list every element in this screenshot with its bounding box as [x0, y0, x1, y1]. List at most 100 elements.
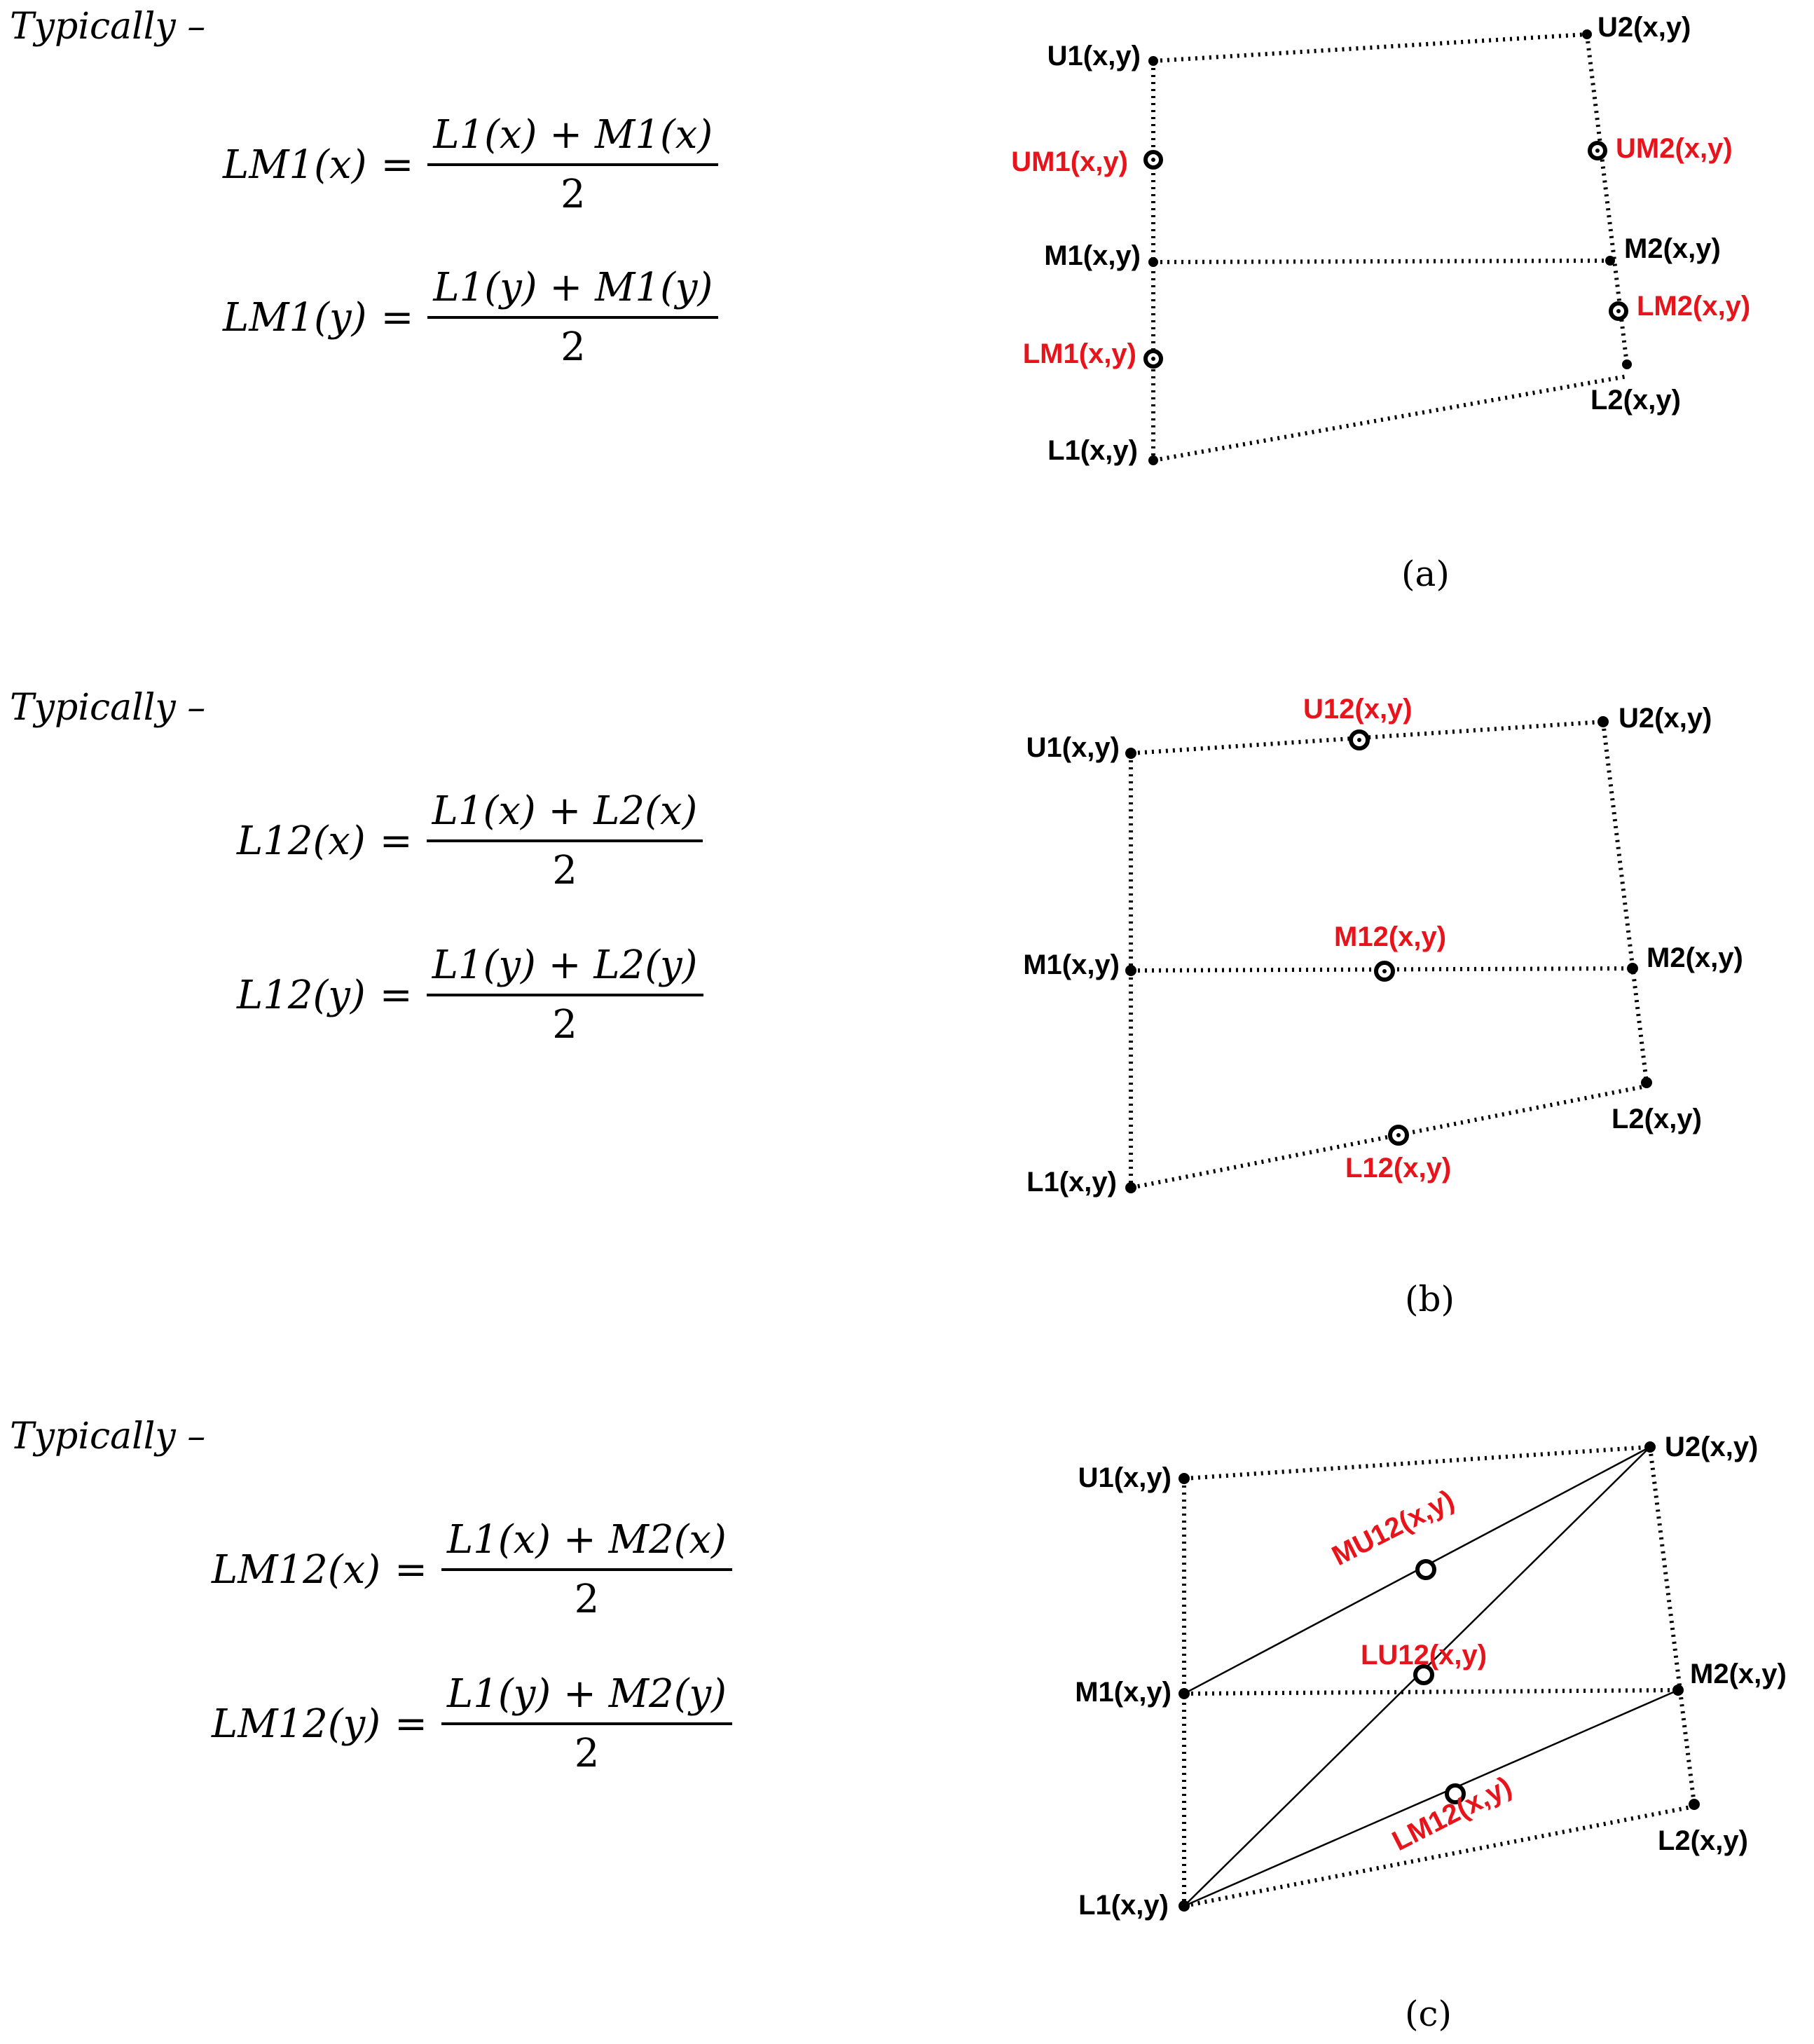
label-l1: L1(x,y) — [1026, 1167, 1117, 1198]
label-l2: L2(x,y) — [1612, 1104, 1702, 1134]
point-u2 — [1582, 29, 1592, 39]
equals-sign: = — [394, 1546, 427, 1593]
panel-b: Typically – L12(x) = L1(x) + L2(x) 2 L12… — [0, 687, 1814, 1331]
midpoint-um2-center — [1595, 149, 1600, 153]
point-u2 — [1597, 716, 1609, 727]
equals-sign: = — [379, 972, 413, 1018]
typically-label: Typically – — [10, 687, 206, 729]
numerator: L1(y) + M2(y) — [441, 1671, 733, 1725]
point-m1 — [1125, 965, 1136, 976]
line-l1-m2 — [1183, 1689, 1679, 1907]
fraction: L1(y) + M1(y) 2 — [427, 265, 719, 370]
edge-u2-l2 — [1648, 1446, 1696, 1805]
numerator: L1(y) + M1(y) — [427, 265, 719, 319]
midpoint-lu12 — [1413, 1664, 1434, 1685]
label-lu12: LU12(x,y) — [1361, 1640, 1487, 1671]
caption-b: (b) — [1405, 1279, 1455, 1319]
equation-l12-x: L12(x) = L1(x) + L2(x) 2 — [237, 788, 703, 893]
equation-lm12-y: LM12(y) = L1(y) + M2(y) 2 — [212, 1671, 733, 1776]
equals-sign: = — [379, 818, 413, 864]
numerator: L1(x) + M2(x) — [441, 1517, 732, 1571]
typically-label: Typically – — [10, 6, 206, 48]
caption-c: (c) — [1405, 1994, 1452, 2034]
label-m2: M2(x,y) — [1690, 1659, 1787, 1689]
edge-u2-l2 — [1601, 721, 1649, 1083]
caption-a: (a) — [1401, 554, 1450, 594]
point-l1 — [1148, 455, 1158, 465]
label-m1: M1(x,y) — [1044, 240, 1141, 271]
denominator: 2 — [561, 324, 586, 370]
point-l1 — [1125, 1182, 1136, 1193]
label-l12: L12(x,y) — [1345, 1153, 1451, 1184]
numerator: L1(y) + L2(y) — [426, 942, 703, 996]
midpoint-lm1-center — [1151, 357, 1155, 361]
point-m2 — [1627, 963, 1638, 974]
edge-m1-m2 — [1183, 1688, 1679, 1696]
midpoint-mu12 — [1415, 1559, 1436, 1580]
midpoint-l12-center — [1396, 1133, 1401, 1137]
point-l1 — [1179, 1900, 1190, 1912]
denominator: 2 — [574, 1577, 600, 1622]
equation-l12-y: L12(y) = L1(y) + L2(y) 2 — [237, 942, 703, 1048]
label-lm12: LM12(x,y) — [1387, 1771, 1516, 1857]
equation-lm12-x: LM12(x) = L1(x) + M2(x) 2 — [212, 1517, 732, 1622]
fraction: L1(y) + L2(y) 2 — [426, 942, 703, 1048]
label-um1: UM1(x,y) — [1011, 146, 1128, 177]
fraction: L1(x) + L2(x) 2 — [426, 788, 703, 893]
point-m1 — [1179, 1688, 1190, 1699]
equation-lhs: LM12(y) — [212, 1701, 381, 1747]
point-u2 — [1644, 1441, 1656, 1453]
diagram-c: U1(x,y) U2(x,y) MU12(x,y) LU12(x,y) LM12… — [1075, 1432, 1787, 1921]
midpoint-um1-center — [1151, 158, 1155, 162]
label-l1: L1(x,y) — [1078, 1890, 1169, 1921]
edge-l1-l2 — [1153, 374, 1628, 462]
equation-lhs: L12(y) — [237, 972, 366, 1018]
equals-sign: = — [380, 142, 414, 188]
label-m12: M12(x,y) — [1334, 921, 1446, 952]
label-u2: U2(x,y) — [1665, 1432, 1758, 1462]
fraction: L1(x) + M1(x) 2 — [427, 112, 719, 217]
label-lm2: LM2(x,y) — [1637, 291, 1750, 322]
point-l2 — [1622, 359, 1632, 369]
label-u2: U2(x,y) — [1619, 703, 1712, 734]
equation-lhs: LM1(y) — [223, 294, 367, 341]
numerator: L1(x) + L2(x) — [426, 788, 703, 842]
diagram-b: U1(x,y) U2(x,y) U12(x,y) M1(x,y) M2(x,y)… — [1023, 694, 1743, 1198]
point-m2 — [1672, 1685, 1684, 1696]
label-m1: M1(x,y) — [1023, 949, 1120, 980]
equals-sign: = — [380, 294, 414, 341]
edge-u1-u2 — [1183, 1445, 1651, 1481]
label-u1: U1(x,y) — [1026, 732, 1120, 763]
point-l2 — [1641, 1077, 1652, 1088]
label-u1: U1(x,y) — [1078, 1462, 1171, 1493]
label-u1: U1(x,y) — [1047, 41, 1141, 71]
panel-c: Typically – LM12(x) = L1(x) + M2(x) 2 LM… — [0, 1415, 1814, 2044]
edge-m1-m2 — [1153, 259, 1611, 264]
edge-u1-u2 — [1153, 32, 1588, 63]
equation-lm1-x: LM1(x) = L1(x) + M1(x) 2 — [223, 112, 719, 217]
midpoint-u12-center — [1357, 738, 1361, 742]
point-l2 — [1689, 1799, 1700, 1810]
label-m1: M1(x,y) — [1075, 1677, 1171, 1708]
fraction: L1(y) + M2(y) 2 — [441, 1671, 733, 1776]
point-u1 — [1125, 748, 1136, 759]
label-l2: L2(x,y) — [1590, 385, 1681, 416]
midpoint-lm2-center — [1616, 309, 1621, 313]
diagram-a: U1(x,y) U2(x,y) UM1(x,y) UM2(x,y) M1(x,y… — [1011, 12, 1750, 466]
point-m2 — [1605, 256, 1615, 266]
numerator: L1(x) + M1(x) — [427, 112, 719, 166]
equals-sign: = — [394, 1701, 428, 1747]
label-u12: U12(x,y) — [1303, 694, 1413, 725]
label-l1: L1(x,y) — [1047, 435, 1138, 466]
point-u1 — [1179, 1473, 1190, 1484]
label-um2: UM2(x,y) — [1616, 133, 1733, 164]
equation-lm1-y: LM1(y) = L1(y) + M1(y) 2 — [223, 265, 719, 370]
label-m2: M2(x,y) — [1647, 942, 1743, 973]
midpoint-lm12 — [1445, 1783, 1466, 1804]
denominator: 2 — [552, 848, 577, 893]
panel-a: Typically – LM1(x) = L1(x) + M1(x) 2 LM1… — [0, 0, 1814, 631]
midpoint-m12-center — [1382, 969, 1387, 973]
equation-lhs: LM1(x) — [223, 142, 367, 188]
label-l2: L2(x,y) — [1658, 1825, 1748, 1856]
point-u1 — [1148, 56, 1158, 66]
